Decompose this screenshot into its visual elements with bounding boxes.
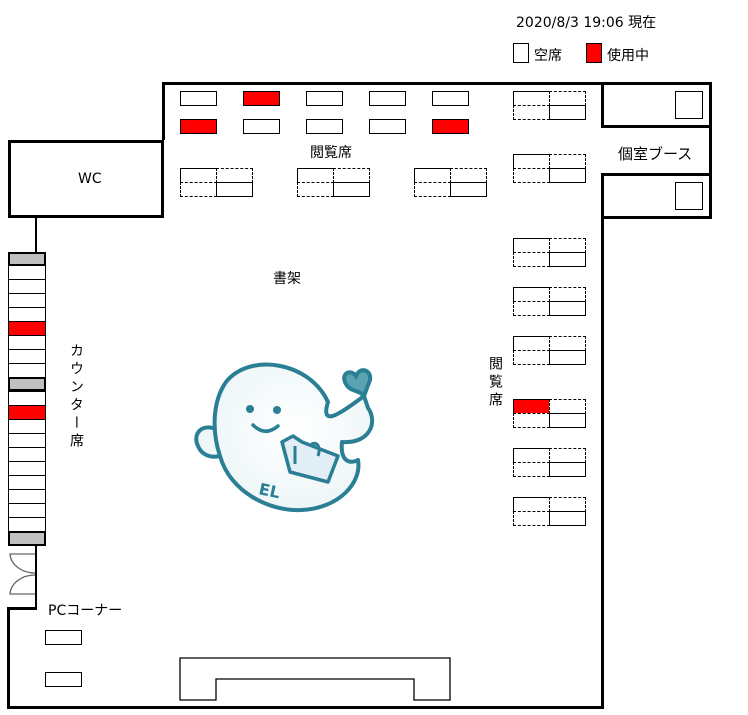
reading-seat-vacant[interactable] <box>369 119 406 134</box>
group-seat-vacant[interactable] <box>513 448 550 463</box>
private-booth-2[interactable] <box>675 182 703 210</box>
group-seat-vacant[interactable] <box>297 168 334 183</box>
pc-corner-label: PCコーナー <box>48 603 123 619</box>
group-seat-vacant[interactable] <box>513 462 550 477</box>
counter-seat-vacant[interactable] <box>8 489 46 504</box>
group-seat-vacant[interactable] <box>549 91 586 106</box>
group-seat-vacant[interactable] <box>513 497 550 512</box>
group-seat-vacant[interactable] <box>549 154 586 169</box>
reading-seat-occupied[interactable] <box>243 91 280 106</box>
group-seat-vacant[interactable] <box>549 399 586 414</box>
group-seat-vacant[interactable] <box>549 238 586 253</box>
group-seat-vacant[interactable] <box>180 168 217 183</box>
group-seat-vacant[interactable] <box>513 413 550 428</box>
counter-seat-vacant[interactable] <box>8 461 46 476</box>
wc-label: WC <box>78 171 102 187</box>
legend-vacant-swatch <box>513 43 529 63</box>
counter-seat-vacant[interactable] <box>8 419 46 434</box>
group-seat-vacant[interactable] <box>549 497 586 512</box>
counter-label: カウンター席 <box>68 343 84 451</box>
group-seat-vacant[interactable] <box>414 182 451 197</box>
reading-seat-occupied[interactable] <box>180 119 217 134</box>
reading-seat-vacant[interactable] <box>306 119 343 134</box>
group-seat-vacant[interactable] <box>450 182 487 197</box>
counter-divider <box>8 531 46 546</box>
group-seat-vacant[interactable] <box>216 182 253 197</box>
reading-top-label: 閲覧席 <box>310 145 352 161</box>
group-seat-vacant[interactable] <box>216 168 253 183</box>
group-seat-vacant[interactable] <box>180 182 217 197</box>
group-seat-vacant[interactable] <box>549 252 586 267</box>
timestamp: 2020/8/3 19:06 現在 <box>516 15 657 31</box>
pc-seat-vacant[interactable] <box>45 672 82 687</box>
reading-seat-vacant[interactable] <box>243 119 280 134</box>
reading-seat-vacant[interactable] <box>369 91 406 106</box>
group-seat-vacant[interactable] <box>333 182 370 197</box>
group-seat-vacant[interactable] <box>513 511 550 526</box>
group-seat-vacant[interactable] <box>414 168 451 183</box>
group-seat-vacant[interactable] <box>297 182 334 197</box>
counter-seat-vacant[interactable] <box>8 391 46 406</box>
counter-seat-vacant[interactable] <box>8 447 46 462</box>
reading-seat-vacant[interactable] <box>180 91 217 106</box>
counter-divider <box>8 252 46 266</box>
counter-seat-occupied[interactable] <box>8 321 46 336</box>
group-seat-vacant[interactable] <box>549 336 586 351</box>
group-seat-vacant[interactable] <box>513 301 550 316</box>
group-seat-vacant[interactable] <box>333 168 370 183</box>
group-seat-vacant[interactable] <box>513 168 550 183</box>
pc-seat-vacant[interactable] <box>45 630 82 645</box>
group-seat-vacant[interactable] <box>513 91 550 106</box>
mascot-letters: EL <box>257 479 282 502</box>
group-seat-vacant[interactable] <box>549 301 586 316</box>
counter-seat-vacant[interactable] <box>8 335 46 350</box>
mascot-illustration: EL <box>194 362 374 513</box>
legend-occupied-label: 使用中 <box>607 48 649 64</box>
counter-divider <box>8 377 46 391</box>
counter-seat-vacant[interactable] <box>8 307 46 322</box>
counter-seat-vacant[interactable] <box>8 363 46 378</box>
legend-vacant-label: 空席 <box>534 48 562 64</box>
reading-seat-vacant[interactable] <box>306 91 343 106</box>
group-seat-vacant[interactable] <box>513 238 550 253</box>
group-seat-vacant[interactable] <box>549 462 586 477</box>
group-seat-vacant[interactable] <box>549 350 586 365</box>
reading-right-label: 閲覧席 <box>487 356 503 410</box>
private-booth-1[interactable] <box>675 91 703 119</box>
counter-seat-vacant[interactable] <box>8 433 46 448</box>
counter-seat-vacant[interactable] <box>8 503 46 518</box>
group-seat-vacant[interactable] <box>513 350 550 365</box>
group-seat-vacant[interactable] <box>549 413 586 428</box>
counter-seat-vacant[interactable] <box>8 475 46 490</box>
private-booth-label: 個室ブース <box>618 145 693 163</box>
counter-seat-vacant[interactable] <box>8 349 46 364</box>
group-seat-vacant[interactable] <box>513 336 550 351</box>
reading-seat-occupied[interactable] <box>432 119 469 134</box>
group-seat-vacant[interactable] <box>549 168 586 183</box>
bookshelf-label: 書架 <box>273 271 301 287</box>
group-seat-occupied[interactable] <box>513 399 550 414</box>
group-seat-vacant[interactable] <box>549 511 586 526</box>
group-seat-vacant[interactable] <box>549 287 586 302</box>
group-seat-vacant[interactable] <box>549 105 586 120</box>
legend-occupied-swatch <box>586 43 602 63</box>
reading-seat-vacant[interactable] <box>432 91 469 106</box>
group-seat-vacant[interactable] <box>450 168 487 183</box>
counter-seat-vacant[interactable] <box>8 265 46 280</box>
group-seat-vacant[interactable] <box>513 252 550 267</box>
counter-seat-vacant[interactable] <box>8 293 46 308</box>
door-icon <box>9 553 36 595</box>
group-seat-vacant[interactable] <box>513 154 550 169</box>
counter-seat-occupied[interactable] <box>8 405 46 420</box>
group-seat-vacant[interactable] <box>513 105 550 120</box>
service-desk <box>179 657 451 701</box>
group-seat-vacant[interactable] <box>513 287 550 302</box>
group-seat-vacant[interactable] <box>549 448 586 463</box>
wc-room: WC <box>8 140 164 218</box>
counter-seat-vacant[interactable] <box>8 517 46 532</box>
counter-seat-vacant[interactable] <box>8 279 46 294</box>
